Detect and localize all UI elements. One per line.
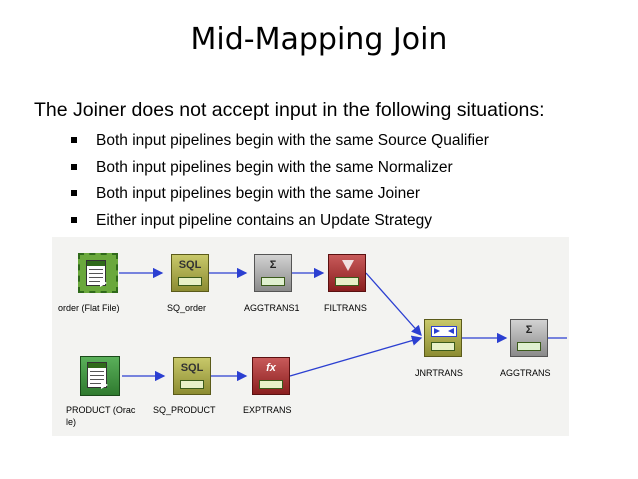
bullet-text: Both input pipelines begin with the same… [96, 185, 420, 202]
source-qualifier-icon: SQL [180, 362, 204, 374]
mapping-diagram: order (Flat File) SQL SQ_order Σ AGGTRAN… [52, 237, 569, 436]
bullet-text: Either input pipeline contains an Update… [96, 211, 433, 229]
node-label: SQ_PRODUCT [153, 405, 216, 415]
table-source-node[interactable] [80, 356, 120, 396]
link-fil-to-jnr [365, 272, 422, 336]
bullet-text: Both input pipelines begin with the same… [96, 158, 453, 176]
flat-file-source-node[interactable] [78, 253, 118, 293]
aggregator-icon: Σ [525, 324, 533, 336]
source-qualifier-node[interactable]: SQL [171, 254, 209, 292]
node-label: SQ_order [167, 303, 207, 313]
bullet-text: Both input pipelines begin with the same… [96, 132, 489, 149]
node-label: EXPTRANS [243, 405, 292, 415]
node-label: PRODUCT (Orac [66, 405, 136, 415]
node-label: JNRTRANS [415, 368, 463, 378]
bullet-item: Both input pipelines begin with the same… [68, 159, 489, 186]
expression-node[interactable]: fx [252, 357, 290, 395]
joiner-icon [431, 326, 457, 337]
bullet-item: Both input pipelines begin with the same… [68, 185, 489, 212]
slide-title: Mid-Mapping Join [190, 22, 448, 57]
bullet-item: Both input pipelines begin with the same… [68, 132, 489, 159]
flat-file-icon [86, 260, 106, 286]
bullet-marker-icon [71, 163, 77, 170]
bullet-list: Both input pipelines begin with the same… [68, 132, 489, 238]
bullet-marker-icon [71, 190, 77, 196]
aggregator-icon: Σ [269, 259, 277, 271]
source-qualifier-node[interactable]: SQL [173, 357, 211, 395]
bullet-item: Either input pipeline contains an Update… [68, 212, 489, 239]
filter-node[interactable] [328, 254, 366, 292]
intro-text: The Joiner does not accept input in the … [34, 99, 545, 121]
aggregator-node[interactable]: Σ [254, 254, 292, 292]
bullet-marker-icon [71, 216, 77, 223]
node-label: AGGTRANS [500, 368, 551, 378]
node-label: order (Flat File) [58, 303, 120, 313]
link-exp-to-jnr [289, 335, 423, 377]
source-qualifier-icon: SQL [178, 259, 202, 271]
node-label: AGGTRANS1 [244, 303, 300, 313]
expression-icon: fx [266, 362, 276, 374]
node-label: FILTRANS [324, 303, 367, 313]
mapping-links [119, 267, 567, 382]
node-label: le) [66, 417, 77, 427]
aggregator-node[interactable]: Σ [510, 319, 548, 357]
filter-icon [342, 260, 354, 271]
bullet-marker-icon [71, 137, 77, 143]
joiner-node[interactable] [424, 319, 462, 357]
